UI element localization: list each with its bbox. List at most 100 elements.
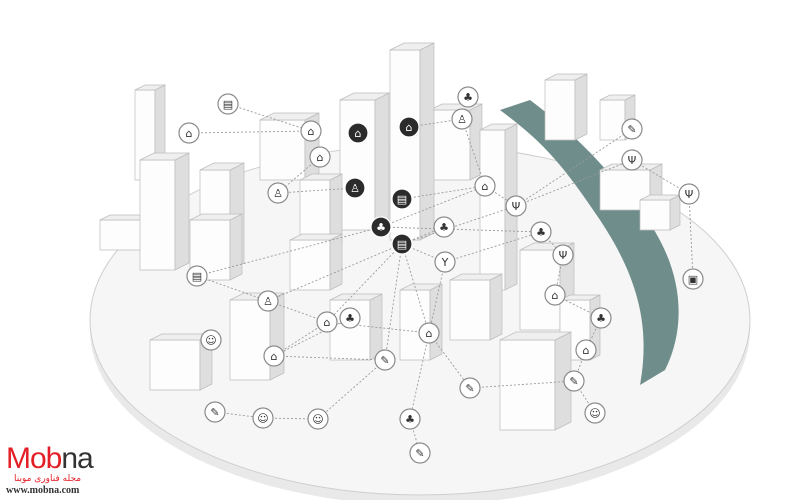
desk-icon: ♙ (350, 182, 360, 195)
bed-icon: ⌂ (552, 289, 559, 302)
tree-node[interactable]: ♣ (530, 221, 552, 243)
palette-node[interactable]: ✎ (459, 377, 481, 399)
house-icon: ⌂ (406, 121, 413, 134)
watermark-logo: Mobna (6, 442, 94, 475)
bed-icon: ⌂ (308, 125, 315, 138)
network-edge (227, 103, 312, 132)
doc-icon: ▤ (223, 98, 233, 111)
desk-node[interactable]: ♙ (267, 182, 289, 204)
house-node[interactable]: ⌂ (263, 345, 285, 367)
palette-node[interactable]: ✎ (374, 349, 396, 371)
network-edge (380, 185, 486, 228)
desk-icon: ♙ (263, 295, 273, 308)
palette-icon: ✎ (627, 123, 636, 136)
network-nodes: ⌂⌂♙▤♣▤▤⌂⌂⌂♙♣♙⌂Ψ♣Y♣Ψ✎ΨΨ▣⌂♣⌂▤♙⌂♣☺⌂⌂✎✎✎☺✎☺☺… (178, 86, 704, 464)
house-icon: ⌂ (324, 316, 331, 329)
palette-node[interactable]: ✎ (621, 118, 643, 140)
doc-node[interactable]: ▤ (391, 233, 413, 255)
tree-icon: ♣ (345, 312, 355, 325)
masks-node[interactable]: ☺ (584, 402, 606, 424)
desk-node[interactable]: ♙ (257, 290, 279, 312)
palette-icon: ✎ (465, 382, 474, 395)
house-node[interactable]: ⌂ (398, 116, 420, 138)
network-edge (631, 159, 690, 195)
doc-node[interactable]: ▤ (186, 265, 208, 287)
building (544, 73, 588, 141)
network-edge (196, 275, 269, 302)
watermark-url: www.mobna.com (6, 485, 80, 496)
glass-node[interactable]: Y (434, 251, 456, 273)
network-edge (428, 261, 446, 334)
network-edge (401, 243, 430, 334)
building (139, 152, 190, 271)
masks-node[interactable]: ☺ (307, 408, 329, 430)
building (639, 194, 681, 231)
house-node[interactable]: ⌂ (418, 322, 440, 344)
fork-node[interactable]: Ψ (678, 183, 700, 205)
watermark-subtitle: مجله فناوری موبنا (14, 474, 82, 484)
bed-node[interactable]: ⌂ (544, 284, 566, 306)
train-node[interactable]: ▣ (682, 268, 704, 290)
masks-icon: ☺ (312, 413, 323, 426)
masks-node[interactable]: ☺ (200, 329, 222, 351)
fork-node[interactable]: Ψ (505, 195, 527, 217)
tree-node[interactable]: ♣ (370, 216, 392, 238)
doc-icon: ▤ (397, 238, 407, 251)
house-icon: ⌂ (426, 327, 433, 340)
house-node[interactable]: ⌂ (474, 175, 496, 197)
house-node[interactable]: ⌂ (309, 146, 331, 168)
train-icon: ▣ (688, 273, 698, 286)
desk-icon: ♙ (273, 187, 283, 200)
network-edge (444, 231, 542, 263)
building (499, 331, 572, 431)
desk-icon: ♙ (457, 113, 467, 126)
network-edge (317, 359, 386, 420)
network-edge (277, 187, 356, 194)
bed-node[interactable]: ⌂ (347, 122, 369, 144)
fork-icon: Ψ (512, 200, 521, 213)
bed-node[interactable]: ⌂ (300, 120, 322, 142)
doc-node[interactable]: ▤ (391, 188, 413, 210)
tree-node[interactable]: ♣ (457, 86, 479, 108)
tree-icon: ♣ (405, 413, 415, 426)
house-icon: ⌂ (482, 180, 489, 193)
bed-node[interactable]: ⌂ (575, 339, 597, 361)
network-edge (409, 332, 430, 420)
house-node[interactable]: ⌂ (316, 311, 338, 333)
palette-node[interactable]: ✎ (409, 442, 431, 464)
palette-icon: ✎ (415, 447, 424, 460)
fork-icon: Ψ (559, 249, 568, 262)
doc-node[interactable]: ▤ (217, 93, 239, 115)
tree-node[interactable]: ♣ (590, 307, 612, 329)
palette-icon: ✎ (210, 406, 219, 419)
fork-node[interactable]: Ψ (621, 149, 643, 171)
house-icon: ⌂ (317, 151, 324, 164)
tree-node[interactable]: ♣ (399, 408, 421, 430)
building (399, 283, 443, 361)
masks-node[interactable]: ☺ (252, 407, 274, 429)
network-edge (188, 130, 312, 134)
tree-node[interactable]: ♣ (339, 307, 361, 329)
tree-icon: ♣ (463, 91, 473, 104)
desk-node[interactable]: ♙ (344, 177, 366, 199)
watermark: Mobna مجله فناوری موبنا www.mobna.com (6, 444, 126, 497)
tree-icon: ♣ (439, 221, 449, 234)
building (389, 42, 435, 241)
building (149, 333, 213, 391)
doc-icon: ▤ (397, 193, 407, 206)
palette-node[interactable]: ✎ (204, 401, 226, 423)
tree-node[interactable]: ♣ (433, 216, 455, 238)
desk-node[interactable]: ♙ (451, 108, 473, 130)
bed-node[interactable]: ⌂ (178, 122, 200, 144)
fork-icon: Ψ (628, 154, 637, 167)
network-edge (273, 355, 386, 361)
bed-icon: ⌂ (583, 344, 590, 357)
masks-icon: ☺ (257, 412, 268, 425)
building (449, 273, 503, 341)
palette-node[interactable]: ✎ (563, 370, 585, 392)
building (329, 293, 383, 361)
tree-icon: ♣ (376, 221, 386, 234)
masks-icon: ☺ (205, 334, 216, 347)
fork-node[interactable]: Ψ (552, 244, 574, 266)
